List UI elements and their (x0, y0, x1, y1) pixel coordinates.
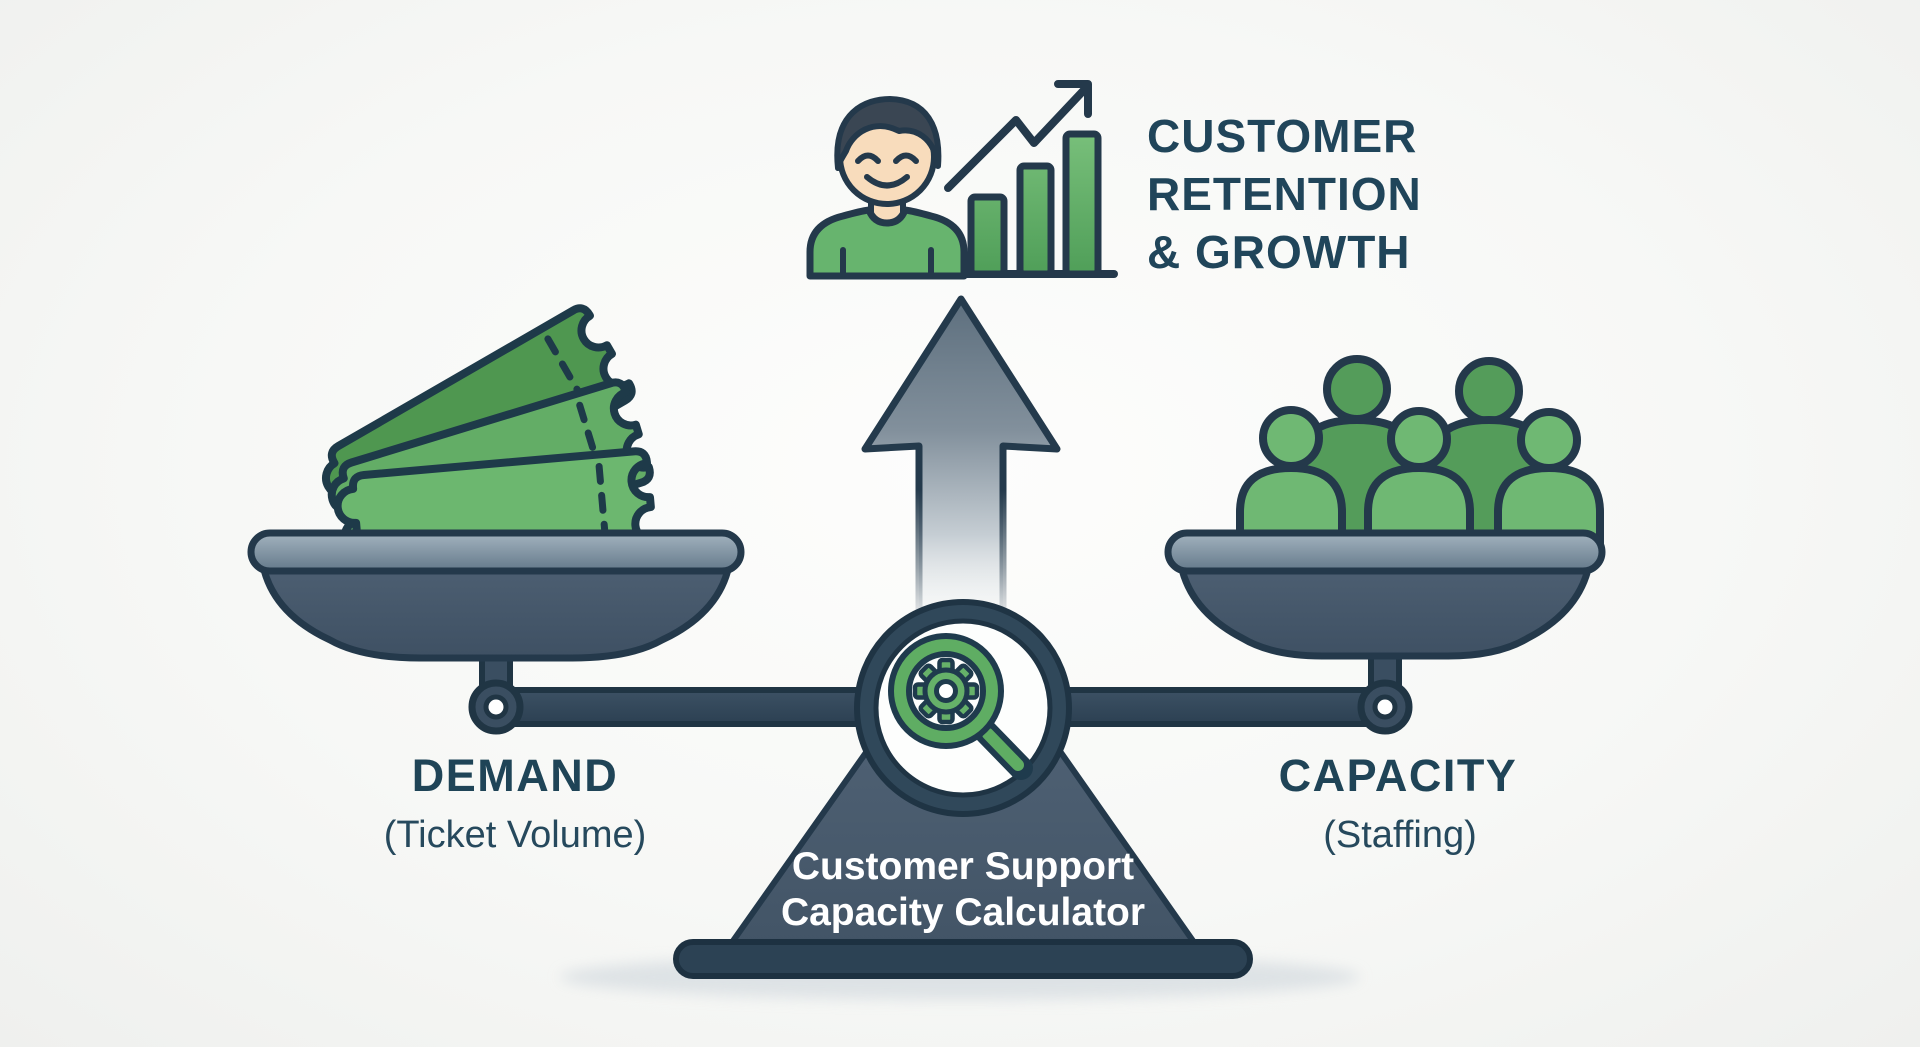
fulcrum-caption-line1: Customer Support (792, 845, 1134, 888)
right-pan-bowl (1176, 556, 1594, 660)
fulcrum-caption-line2: Capacity Calculator (781, 891, 1145, 934)
trend-arrow-icon (944, 80, 1092, 192)
capacity-label-group: CAPACITY (Staffing) (1279, 750, 1518, 856)
headline: CUSTOMER RETENTION & GROWTH (1147, 110, 1422, 278)
customer-growth-icon-group (806, 80, 1118, 280)
left-eye (855, 152, 881, 164)
left-pan-rim (247, 529, 745, 575)
smile (864, 174, 910, 189)
gear-icon (912, 657, 980, 725)
right-pivot-bolt (1357, 679, 1413, 735)
demand-label-group: DEMAND (Ticket Volume) (384, 750, 647, 856)
right-eye (893, 152, 919, 164)
left-scale-pan (247, 529, 745, 662)
fulcrum-base-bar (673, 939, 1253, 979)
fulcrum-triangle (673, 724, 1253, 979)
support-team-icon (1236, 355, 1604, 549)
growth-bar-chart-icon (967, 130, 1102, 278)
team-front-row (1236, 406, 1604, 549)
fulcrum-caption: Customer Support Capacity Calculator (781, 845, 1145, 934)
right-scale-pan (1164, 529, 1606, 660)
left-pivot-bolt (468, 679, 524, 735)
up-arrow-icon (861, 295, 1061, 644)
calculator-medallion (854, 599, 1072, 817)
headline-line1: CUSTOMER (1147, 110, 1417, 162)
left-pan-bowl (258, 556, 734, 662)
right-pan-rim (1164, 529, 1606, 575)
shirt (806, 206, 968, 280)
hair (834, 96, 942, 171)
happy-customer-icon (806, 96, 968, 280)
capacity-sublabel: (Staffing) (1323, 814, 1476, 856)
demand-label: DEMAND (412, 750, 619, 801)
capacity-label: CAPACITY (1279, 750, 1518, 801)
headline-line2: RETENTION (1147, 168, 1422, 220)
headline-line3: & GROWTH (1147, 226, 1411, 278)
demand-sublabel: (Ticket Volume) (384, 814, 647, 856)
magnifier-gear-icon (888, 633, 1033, 780)
